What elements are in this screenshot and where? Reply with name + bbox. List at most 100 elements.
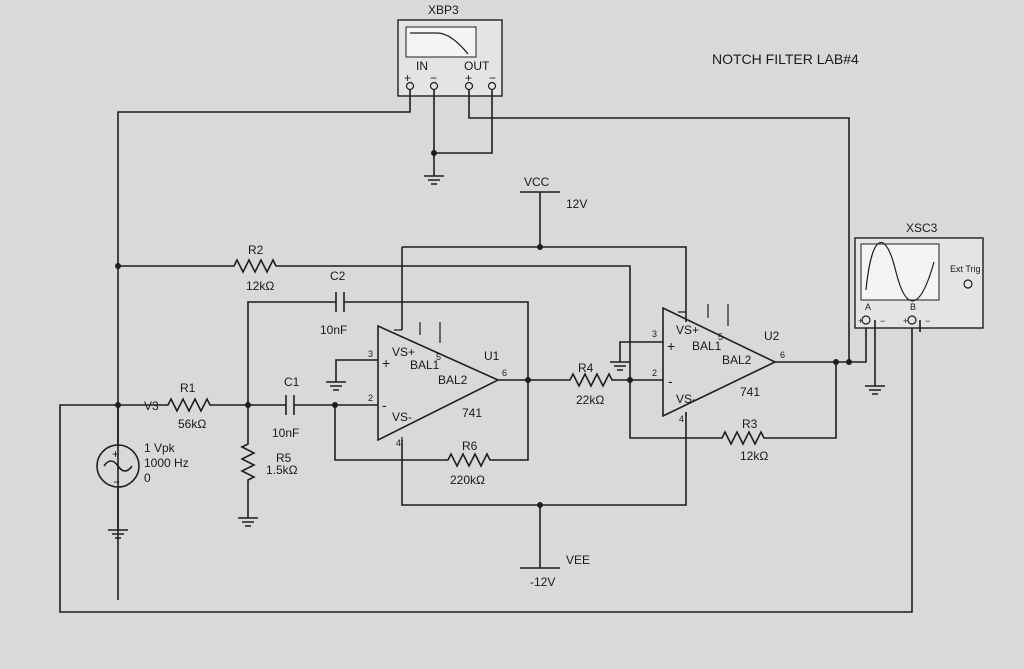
oscilloscope-ext-trig-label: Ext Trig	[950, 264, 981, 274]
c1-value: 10nF	[272, 426, 299, 440]
u2-pin3: 3	[652, 329, 657, 339]
c2-name: C2	[330, 269, 346, 283]
bode-in-minus-terminal[interactable]	[429, 81, 439, 91]
r5-value: 1.5kΩ	[266, 463, 298, 477]
bode-wiring	[117, 90, 850, 600]
u1-pin6: 6	[502, 368, 507, 378]
oscilloscope-ch-a-terminal[interactable]	[861, 315, 871, 325]
u1-plus-sign: +	[382, 355, 390, 371]
ground-symbol-u2	[610, 361, 630, 371]
oscilloscope-waveform	[865, 241, 935, 302]
u2-output-wire	[775, 322, 867, 363]
ground-symbol-bode	[424, 175, 444, 185]
source-name: V3	[144, 399, 159, 413]
oscilloscope-name: XSC3	[906, 221, 938, 235]
u2-bal2-label: BAL2	[722, 353, 752, 367]
source-plus-sign: +	[112, 447, 119, 461]
resistor-r1[interactable]: R1 56kΩ	[118, 381, 248, 431]
oscilloscope-screen	[860, 243, 940, 301]
source-frequency: 1000 Hz	[144, 456, 189, 470]
u1-bal1-label: BAL1	[410, 358, 440, 372]
bode-plotter-name: XBP3	[428, 3, 459, 17]
u2-pin6: 6	[780, 350, 785, 360]
r6-name: R6	[462, 439, 478, 453]
ground-symbol-r5	[238, 517, 258, 527]
source-amplitude: 1 Vpk	[144, 441, 176, 455]
resistor-r2[interactable]: R2 12kΩ	[118, 243, 631, 380]
u1-vsn-label: VS-	[392, 410, 412, 424]
u1-pin3: 3	[368, 349, 373, 359]
bode-ground-wire	[433, 90, 493, 154]
resistor-r5[interactable]: R5 1.5kΩ	[238, 405, 298, 527]
bode-response-curve	[410, 32, 469, 55]
u1-name: U1	[484, 349, 500, 363]
oscilloscope-ch-b-terminal[interactable]	[907, 315, 917, 325]
u1-pin2: 2	[368, 393, 373, 403]
bode-in-minus: −	[430, 71, 437, 85]
oscilloscope-ch-b-plus: +	[903, 316, 908, 326]
capacitor-c1[interactable]: C1 10nF	[248, 375, 335, 440]
r5-name: R5	[276, 451, 292, 465]
diagram-title: NOTCH FILTER LAB#4	[712, 51, 859, 67]
u1-bal2-label: BAL2	[438, 373, 468, 387]
oscilloscope-ch-a-plus: +	[858, 316, 863, 326]
bode-out-plus-terminal[interactable]	[464, 81, 474, 91]
ground-symbol-scope	[865, 385, 885, 395]
r4-name: R4	[578, 361, 594, 375]
bode-in-plus-terminal[interactable]	[405, 81, 415, 91]
r3-name: R3	[742, 417, 758, 431]
oscilloscope-ch-b-label: B	[910, 302, 916, 312]
input-signal-wire	[117, 90, 411, 600]
capacitor-c2[interactable]: C2 10nF	[247, 269, 529, 405]
u1-pin4: 4	[396, 438, 401, 448]
bode-in-plus: +	[404, 71, 411, 85]
opamp-u2[interactable]: 3 2 6 5 4 VS+ BAL1 BAL2 VS- + - U2 741	[652, 304, 785, 424]
return-wire-left	[59, 404, 118, 600]
vee-rail: VEE -12V	[401, 412, 687, 589]
oscilloscope-ch-a-label: A	[865, 302, 871, 312]
c2-value: 10nF	[320, 323, 347, 337]
r2-value: 12kΩ	[246, 279, 274, 293]
bode-plotter-screen	[405, 26, 477, 58]
vcc-value: 12V	[566, 197, 587, 211]
u2-name: U2	[764, 329, 780, 343]
oscilloscope: XSC3 Ext Trig A B + − + −	[854, 221, 984, 395]
u2-model: 741	[740, 385, 760, 399]
u1-vsp-label: VS+	[392, 345, 415, 359]
source-minus-sign: −	[113, 475, 120, 489]
u2-pin2: 2	[652, 368, 657, 378]
u2-minus-sign: -	[668, 373, 673, 389]
bode-out-minus: −	[489, 71, 496, 85]
resistor-r6[interactable]: R6 220kΩ	[334, 380, 529, 487]
vcc-label: VCC	[524, 175, 550, 189]
bode-out-minus-terminal[interactable]	[487, 81, 497, 91]
bode-plotter: XBP3 IN OUT + − + −	[397, 3, 503, 97]
bode-out-label: OUT	[464, 59, 490, 73]
opamp-u1[interactable]: 3 2 6 5 4 VS+ BAL1 BAL2 VS- + - U1 741	[368, 322, 528, 448]
return-wire-bottom	[59, 322, 913, 613]
resistor-r4[interactable]: R4 22kΩ	[528, 361, 663, 407]
u2-bal1-label: BAL1	[692, 339, 722, 353]
r1-name: R1	[180, 381, 196, 395]
oscilloscope-ch-b-minus: −	[925, 316, 930, 326]
u2-vsp-label: VS+	[676, 323, 699, 337]
vee-value: -12V	[530, 575, 555, 589]
c1-name: C1	[284, 375, 300, 389]
vee-label: VEE	[566, 553, 590, 567]
u1-minus-sign: -	[382, 397, 387, 413]
u2-plus-sign: +	[667, 338, 675, 354]
bode-in-label: IN	[416, 59, 428, 73]
u1-model: 741	[462, 406, 482, 420]
resistor-r3[interactable]: R3 12kΩ	[629, 362, 837, 463]
oscilloscope-ext-trig-terminal[interactable]	[963, 279, 973, 289]
sine-icon	[103, 460, 133, 472]
bode-out-plus: +	[465, 71, 472, 85]
u1-pin5: 5	[436, 352, 441, 362]
ground-symbol-source	[108, 529, 128, 539]
source-phase: 0	[144, 471, 151, 485]
u2-pin5: 5	[718, 332, 723, 342]
output-signal-wire	[468, 90, 850, 362]
r3-value: 12kΩ	[740, 449, 768, 463]
